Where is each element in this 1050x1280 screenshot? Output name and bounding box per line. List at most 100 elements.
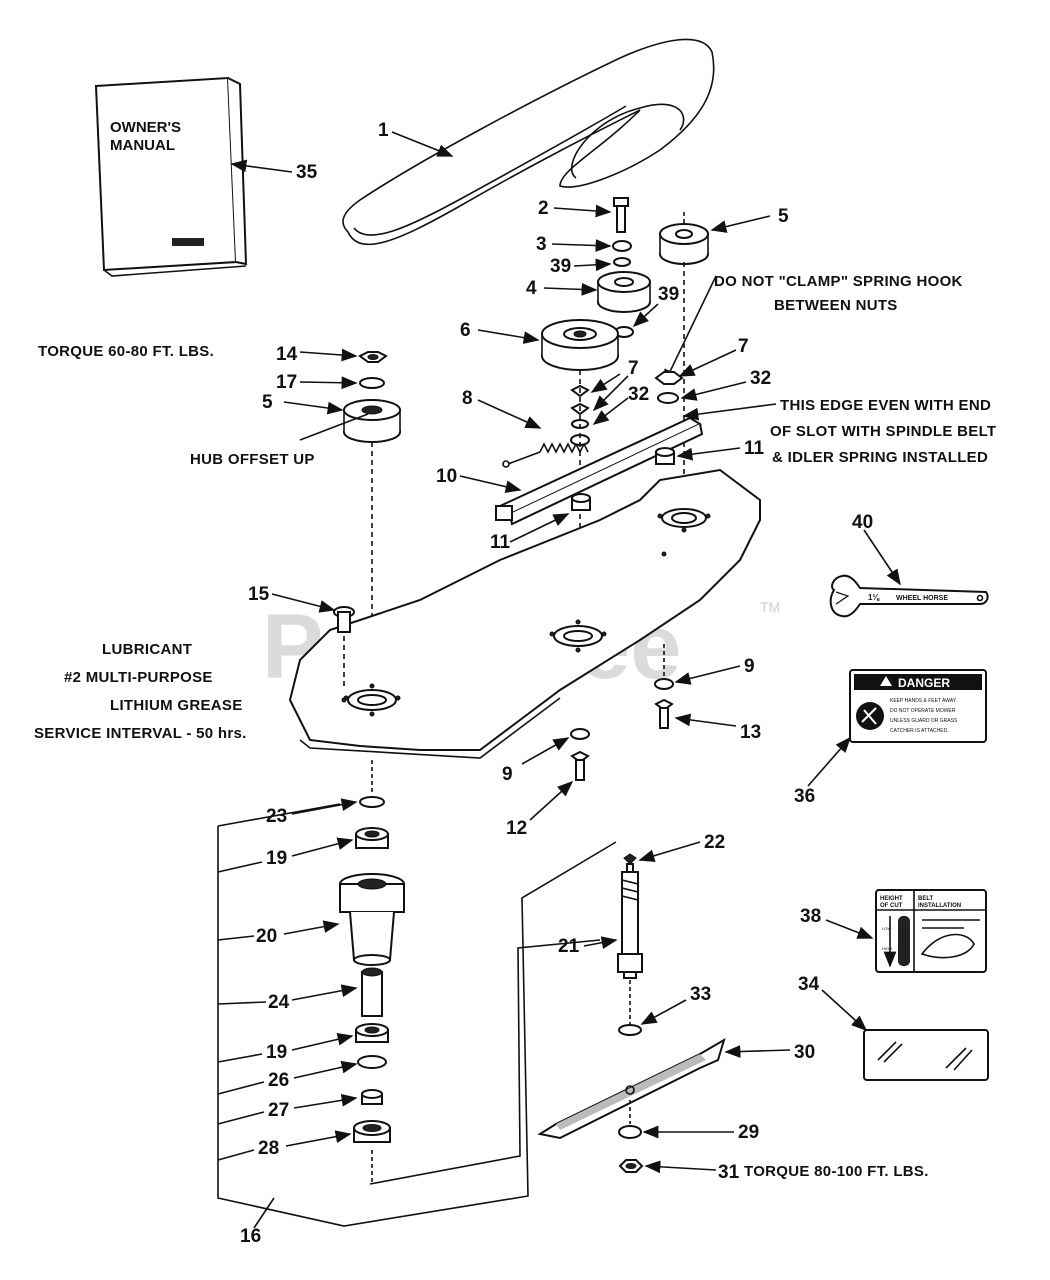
callout-19a: 19 (266, 848, 287, 869)
svg-text:LOW: LOW (882, 926, 891, 931)
svg-text:HEIGHT: HEIGHT (880, 896, 903, 902)
washer-9-right (654, 678, 674, 690)
note-clamp-2: BETWEEN NUTS (774, 297, 898, 314)
svg-text:MANUAL: MANUAL (110, 137, 175, 154)
callout-40: 40 (852, 512, 873, 533)
blade-30 (537, 1037, 726, 1140)
spindle-housing-20 (339, 873, 405, 966)
mower-deck (288, 468, 761, 759)
svg-text:1⅛: 1⅛ (868, 593, 880, 602)
svg-text:INSTALLATION: INSTALLATION (918, 903, 961, 909)
pulley-4 (597, 271, 651, 313)
callout-34: 34 (798, 974, 820, 995)
svg-text:KEEP HANDS & FEET AWAY.: KEEP HANDS & FEET AWAY. (890, 698, 957, 704)
callout-33: 33 (690, 984, 711, 1005)
callout-35: 35 (296, 162, 318, 183)
svg-text:TM: TM (760, 599, 780, 615)
washer-39a (613, 257, 631, 267)
pulley-5-left (343, 399, 401, 443)
idler-spring-8 (502, 442, 589, 468)
washer-17 (359, 377, 385, 389)
note-edge-1: THIS EDGE EVEN WITH END (780, 397, 991, 414)
grease-fitting-22 (623, 853, 637, 873)
nut-31 (618, 1159, 644, 1173)
callout-20: 20 (256, 926, 277, 947)
bearing-19-bottom (355, 1023, 389, 1043)
note-lube-4: SERVICE INTERVAL - 50 hrs. (34, 725, 247, 742)
callout-16: 16 (240, 1226, 261, 1247)
callout-7b: 7 (738, 336, 749, 357)
spindle-shaft-21 (617, 871, 643, 1024)
belt (342, 38, 715, 246)
washer-29 (618, 1125, 642, 1139)
bolt-15 (333, 606, 355, 690)
callout-27: 27 (268, 1100, 289, 1121)
callout-23: 23 (266, 806, 287, 827)
callout-38: 38 (800, 906, 821, 927)
note-edge-3: & IDLER SPRING INSTALLED (772, 449, 988, 466)
washer-9-center (570, 728, 590, 740)
callout-39b: 39 (658, 284, 679, 305)
svg-text:DANGER: DANGER (898, 676, 950, 690)
callout-31: 31 (718, 1162, 740, 1183)
callout-2: 2 (538, 198, 549, 219)
note-torque-60-80: TORQUE 60-80 FT. LBS. (38, 343, 214, 360)
callout-26: 26 (268, 1070, 289, 1091)
idler-arm-10 (495, 416, 704, 526)
bearing-19-top (355, 827, 389, 849)
callout-30: 30 (794, 1042, 815, 1063)
callout-36: 36 (794, 786, 815, 807)
svg-text:HIGH: HIGH (882, 946, 892, 951)
note-torque-80-100: TORQUE 80-100 FT. LBS. (744, 1163, 929, 1180)
washer-23 (359, 796, 385, 808)
callout-4: 4 (526, 278, 537, 299)
bushing-11-right (655, 447, 675, 465)
callout-32a: 32 (628, 384, 649, 405)
callout-1: 1 (378, 120, 389, 141)
callout-17: 17 (276, 372, 297, 393)
callout-5a: 5 (262, 392, 273, 413)
callout-14: 14 (276, 344, 298, 365)
callout-29: 29 (738, 1122, 759, 1143)
callout-9a: 9 (744, 656, 755, 677)
callout-9b: 9 (502, 764, 513, 785)
wrench-40: 1⅛ WHEEL HORSE (829, 574, 989, 618)
washer-33 (618, 1024, 642, 1036)
callout-11b: 11 (490, 532, 511, 553)
owners-manual: OWNER'S MANUAL (94, 76, 248, 277)
svg-text:BELT: BELT (918, 896, 934, 902)
callout-3: 3 (536, 234, 547, 255)
callout-28: 28 (258, 1138, 279, 1159)
note-lube-2: #2 MULTI-PURPOSE (64, 669, 213, 686)
callout-10: 10 (436, 466, 457, 487)
callout-13: 13 (740, 722, 761, 743)
callout-6: 6 (460, 320, 471, 341)
callout-7a: 7 (628, 358, 639, 379)
callout-22: 22 (704, 832, 725, 853)
belt-decal-38: HEIGHT OF CUT BELT INSTALLATION LOW HIGH (875, 889, 987, 973)
callout-21: 21 (558, 936, 580, 957)
pulley-6 (541, 319, 619, 371)
callout-24: 24 (268, 992, 290, 1013)
bolt-2 (613, 197, 629, 233)
callout-5b: 5 (778, 206, 789, 227)
seal-27 (361, 1089, 383, 1105)
svg-text:OF CUT: OF CUT (880, 903, 903, 909)
svg-text:OWNER'S: OWNER'S (110, 119, 181, 136)
callout-12: 12 (506, 818, 527, 839)
callout-19b: 19 (266, 1042, 287, 1063)
pulley-5-right (659, 212, 709, 265)
spacer-24 (361, 967, 383, 1017)
svg-text:DO NOT OPERATE MOWER: DO NOT OPERATE MOWER (890, 708, 956, 714)
shield-34 (863, 1029, 989, 1081)
ring-26 (357, 1055, 387, 1069)
callout-39a: 39 (550, 256, 571, 277)
note-hub-offset: HUB OFFSET UP (190, 451, 315, 468)
note-lube-1: LUBRICANT (102, 641, 192, 658)
note-clamp-1: DO NOT "CLAMP" SPRING HOOK (714, 273, 963, 290)
callout-15: 15 (248, 584, 270, 605)
callout-11a: 11 (744, 438, 765, 459)
lockwasher-3 (612, 240, 632, 252)
bushing-11-center (571, 493, 591, 511)
